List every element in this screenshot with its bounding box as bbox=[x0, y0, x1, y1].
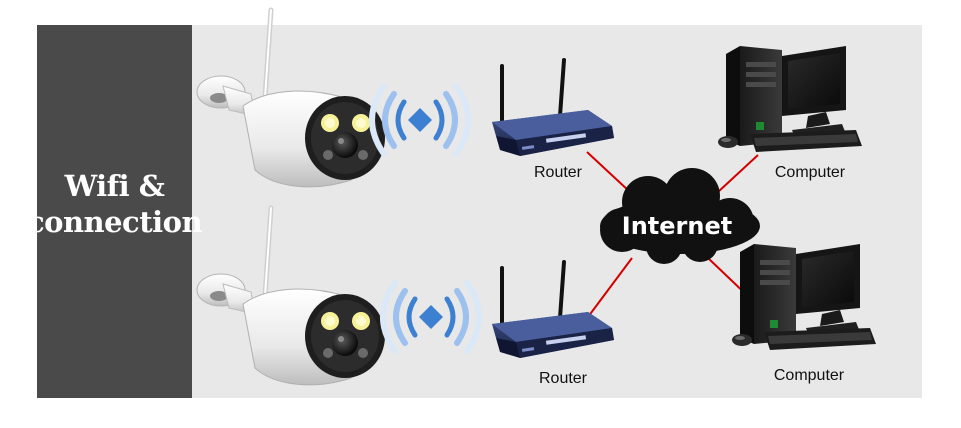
side-panel-title: Wifi & connection bbox=[26, 168, 203, 240]
link-router-top-internet bbox=[586, 151, 631, 193]
side-panel-title-line1: Wifi & bbox=[64, 168, 165, 203]
wifi-camera-icon bbox=[197, 208, 385, 385]
cloud-icon bbox=[600, 168, 760, 264]
wifi-camera-icon bbox=[197, 10, 385, 187]
router-icon bbox=[490, 58, 616, 158]
link-internet-computer-top bbox=[717, 154, 759, 193]
wifi-signal-icon bbox=[372, 86, 468, 154]
computer-bottom-label: Computer bbox=[773, 367, 845, 384]
side-panel: Wifi & connection bbox=[27, 25, 203, 398]
wifi-signal-icon bbox=[383, 283, 479, 351]
desktop-computer-icon bbox=[732, 244, 876, 350]
side-panel-title-line2: connection bbox=[26, 204, 203, 239]
router-bottom-label: Router bbox=[538, 370, 588, 387]
computer-top-label: Computer bbox=[774, 164, 846, 181]
router-top-label: Router bbox=[533, 164, 583, 181]
cloud-label: Internet bbox=[621, 212, 733, 240]
router-icon bbox=[490, 260, 616, 360]
desktop-computer-icon bbox=[718, 46, 862, 152]
